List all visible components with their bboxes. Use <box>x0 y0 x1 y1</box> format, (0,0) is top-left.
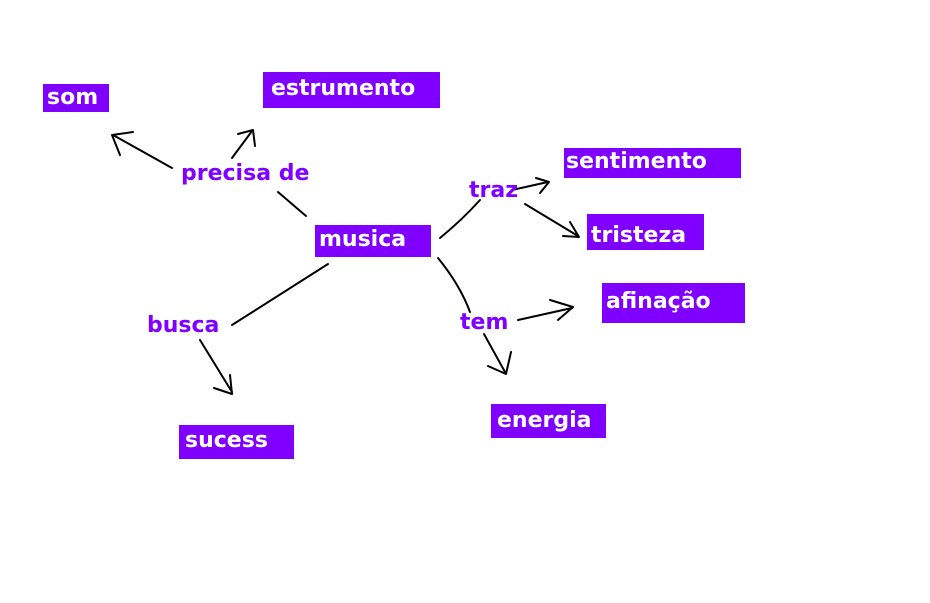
arrowhead-afinacao <box>549 299 574 321</box>
arrowhead-tristeza <box>562 221 580 238</box>
arrowhead-sucess <box>213 374 233 395</box>
line-musica-busca <box>231 263 329 326</box>
line-tem-energia <box>483 333 506 373</box>
line-precisa-som <box>112 134 173 169</box>
line-traz-tristeza <box>524 203 579 237</box>
node-afinacao: afinação <box>602 283 745 323</box>
label-traz: traz <box>469 178 519 203</box>
line-musica-tem <box>437 257 471 313</box>
label-busca: busca <box>147 313 220 338</box>
line-tem-afinacao <box>517 307 573 321</box>
line-precisa-estrumento <box>231 130 253 159</box>
arrowhead-energia <box>487 351 512 375</box>
node-sucess: sucess <box>179 425 294 459</box>
arrowhead-sentimento <box>535 177 550 194</box>
label-tem: tem <box>460 310 509 335</box>
node-tristeza: tristeza <box>587 214 704 250</box>
line-traz-sentimento <box>511 181 549 191</box>
node-estrumento: estrumento <box>263 72 440 108</box>
node-som: som <box>43 84 109 112</box>
line-musica-traz <box>439 199 481 239</box>
line-busca-sucess <box>199 339 233 393</box>
node-sentimento: sentimento <box>564 148 741 178</box>
arrowhead-som <box>111 131 134 156</box>
node-energia: energia <box>491 404 606 438</box>
line-musica-precisa <box>277 191 307 217</box>
arrowhead-estrumento <box>237 129 256 147</box>
node-musica: musica <box>315 225 431 257</box>
label-precisa-de: precisa de <box>181 161 310 186</box>
